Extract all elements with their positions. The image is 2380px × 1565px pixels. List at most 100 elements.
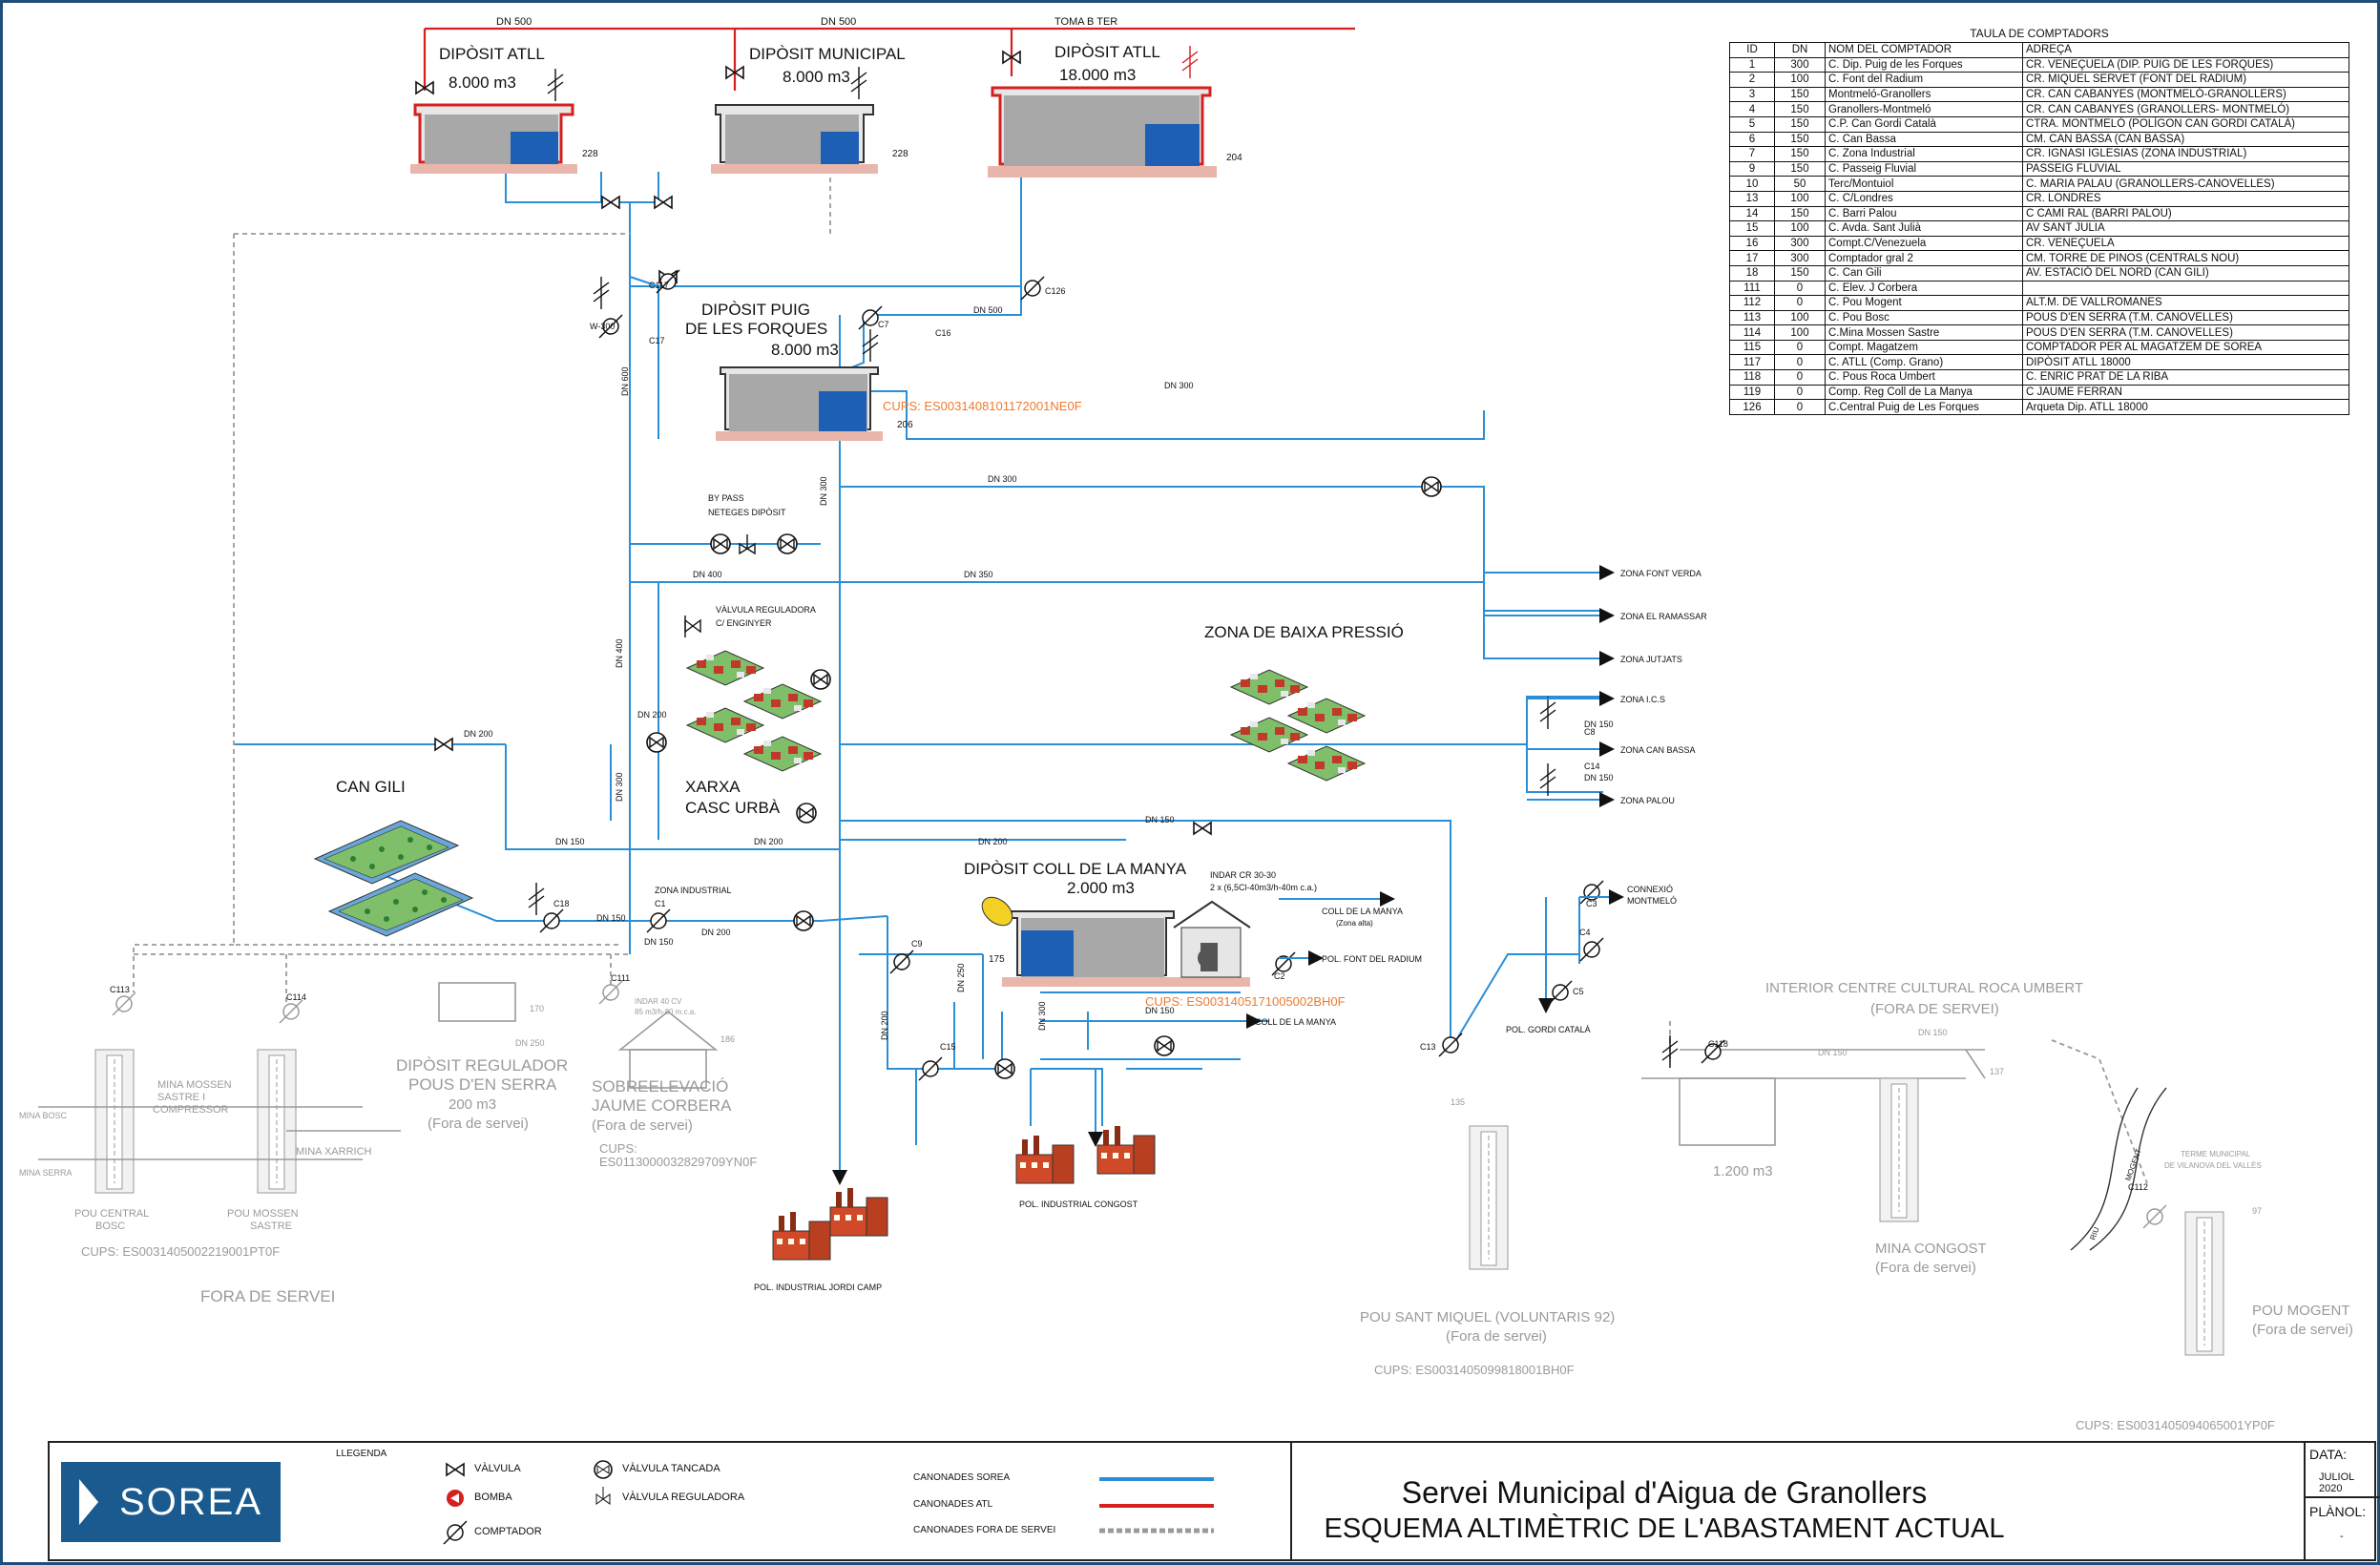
table-cell: 10 — [1730, 177, 1775, 192]
facility-label: (Fora de servei) — [592, 1117, 693, 1134]
relief-icon — [548, 69, 563, 101]
zone-label: CASC URBÀ — [685, 799, 781, 817]
meter-icon[interactable] — [280, 1000, 303, 1023]
meter-label: C118 — [1708, 1039, 1728, 1049]
facility-label: SOBREELEVACIÓ — [592, 1077, 728, 1096]
closed-valve-icon[interactable] — [1155, 1036, 1174, 1055]
table-cell: C. Can Bassa — [1826, 132, 2023, 147]
tank-puig-forques — [716, 367, 883, 441]
table-cell: 15 — [1730, 221, 1775, 237]
tank-level: 206 — [897, 420, 913, 430]
meter-icon[interactable] — [919, 1057, 942, 1080]
table-cell: C. Can Gili — [1826, 265, 2023, 281]
pipe-label: W-300 — [590, 322, 615, 331]
meter-label: C114 — [286, 992, 306, 1002]
cups-code: ES0113000032829709YN0F — [599, 1155, 757, 1169]
table-row: 14150C. Barri PalouC CAMI RAL (BARRI PAL… — [1730, 206, 2349, 221]
meters-table-caption: TAULA DE COMPTADORS — [1729, 27, 2349, 40]
table-cell: 150 — [1775, 206, 1826, 221]
cups-code: CUPS: ES0031405002219001PT0F — [81, 1244, 280, 1259]
facility-label: (FORA DE SERVEI) — [1870, 1001, 1999, 1017]
level-label: 137 — [1990, 1067, 2004, 1076]
table-header-cell: ADREÇA — [2023, 43, 2349, 58]
zone-label: ZONA INDUSTRIAL — [655, 886, 732, 895]
zone-label: CONNEXIÓ — [1627, 885, 1673, 894]
boundary-label: TERME MUNICIPAL — [2181, 1150, 2251, 1158]
table-row: 1190Comp. Reg Coll de La ManyaC JAUME FE… — [1730, 385, 2349, 400]
table-cell: 111 — [1730, 281, 1775, 296]
table-cell: 7 — [1730, 147, 1775, 162]
table-cell: 5 — [1730, 116, 1775, 132]
closed-valve-icon[interactable] — [995, 1059, 1014, 1078]
closed-valve-icon[interactable] — [778, 534, 797, 553]
meter-icon[interactable] — [1439, 1033, 1462, 1056]
zone-label: XARXA — [685, 778, 741, 796]
closed-valve-icon[interactable] — [811, 670, 830, 689]
closed-valve-icon[interactable] — [1422, 477, 1441, 496]
table-cell: 150 — [1775, 116, 1826, 132]
table-cell: C. Pou Bosc — [1826, 310, 2023, 325]
table-cell: 300 — [1775, 57, 1826, 73]
facility-label: (Fora de servei) — [1446, 1328, 1547, 1345]
table-cell: C. Zona Industrial — [1826, 147, 2023, 162]
pipe-label: DN 500 — [973, 305, 1003, 315]
valve-icon[interactable] — [602, 197, 619, 208]
facility-label: MINA SERRA — [19, 1168, 73, 1178]
meter-icon[interactable] — [647, 909, 670, 932]
level-label: 186 — [720, 1034, 735, 1044]
table-cell: AV SANT JULIA — [2023, 221, 2349, 237]
table-row: 114100C.Mina Mossen SastrePOUS D'EN SERR… — [1730, 325, 2349, 341]
meter-label: C7 — [878, 320, 889, 329]
table-cell: C.Central Puig de Les Forques — [1826, 400, 2023, 415]
meter-icon[interactable] — [599, 981, 622, 1004]
closed-valve-icon[interactable] — [797, 803, 816, 823]
tank-volume: 2.000 m3 — [1067, 879, 1135, 897]
table-row: 1260C.Central Puig de Les ForquesArqueta… — [1730, 400, 2349, 415]
table-row: 1180C. Pous Roca UmbertC. ENRIC PRAT DE … — [1730, 370, 2349, 386]
meter-icon[interactable] — [1549, 981, 1572, 1004]
cups-code: CUPS: ES0031405099818001BH0F — [1374, 1363, 1575, 1377]
table-row: 1120C. Pou MogentALT.M. DE VALLROMANES — [1730, 296, 2349, 311]
meter-icon[interactable] — [2143, 1205, 2166, 1228]
meter-label: C5 — [1573, 987, 1584, 996]
facility-label: SASTRE I — [157, 1092, 205, 1103]
meter-label: C1 — [655, 899, 666, 908]
zone-label: (Zona alta) — [1336, 919, 1373, 928]
table-cell: C. Passeig Fluvial — [1826, 161, 2023, 177]
table-cell: CR. MIQUEL SERVET (FONT DEL RADIUM) — [2023, 73, 2349, 88]
pipe-label: DN 200 — [637, 710, 667, 720]
meter-label: C112 — [2128, 1182, 2148, 1192]
tank-name: DIPÒSIT ATLL — [439, 45, 545, 63]
meter-icon[interactable] — [1580, 938, 1603, 961]
table-cell: COMPTADOR PER AL MAGATZEM DE SOREA — [2023, 340, 2349, 355]
table-cell: CM. CAN BASSA (CAN BASSA) — [2023, 132, 2349, 147]
table-cell: DIPÒSIT ATLL 18000 — [2023, 355, 2349, 370]
zone-label: ZONA EL RAMASSAR — [1620, 612, 1707, 621]
zone-label: ZONA I.C.S — [1620, 695, 1665, 704]
closed-valve-icon[interactable] — [794, 911, 813, 930]
pipe-label: DN 400 — [693, 570, 722, 579]
closed-valve-icon[interactable] — [647, 733, 666, 752]
meter-icon[interactable] — [113, 992, 136, 1015]
closed-valve-icon[interactable] — [711, 534, 730, 553]
valve-label: C/ ENGINYER — [716, 618, 772, 628]
table-row: 13100C. C/LondresCR. LONDRES — [1730, 191, 2349, 206]
table-cell: CM. TORRE DE PINOS (CENTRALS NOU) — [2023, 251, 2349, 266]
valve-icon[interactable] — [655, 197, 672, 208]
valve-icon[interactable] — [435, 739, 452, 750]
meter-icon[interactable] — [540, 909, 563, 932]
zone-label: COLL DE LA MANYA — [1255, 1017, 1336, 1027]
table-row: 1050Terc/MontuiolC. MARIA PALAU (GRANOLL… — [1730, 177, 2349, 192]
table-cell: Comptador gral 2 — [1826, 251, 2023, 266]
valve-icon[interactable] — [1194, 823, 1211, 834]
meter-icon[interactable] — [1021, 277, 1044, 300]
facility-label: POU MOGENT — [2252, 1303, 2350, 1319]
table-cell: 0 — [1775, 296, 1826, 311]
level-label: 135 — [1451, 1097, 1465, 1107]
date-value: JULIOL 2020 — [2319, 1471, 2380, 1494]
tank-volume: 1.200 m3 — [1713, 1163, 1773, 1179]
meter-label: C15 — [940, 1042, 956, 1052]
meters-table-grid: IDDNNOM DEL COMPTADORADREÇA 1300C. Dip. … — [1729, 42, 2349, 415]
